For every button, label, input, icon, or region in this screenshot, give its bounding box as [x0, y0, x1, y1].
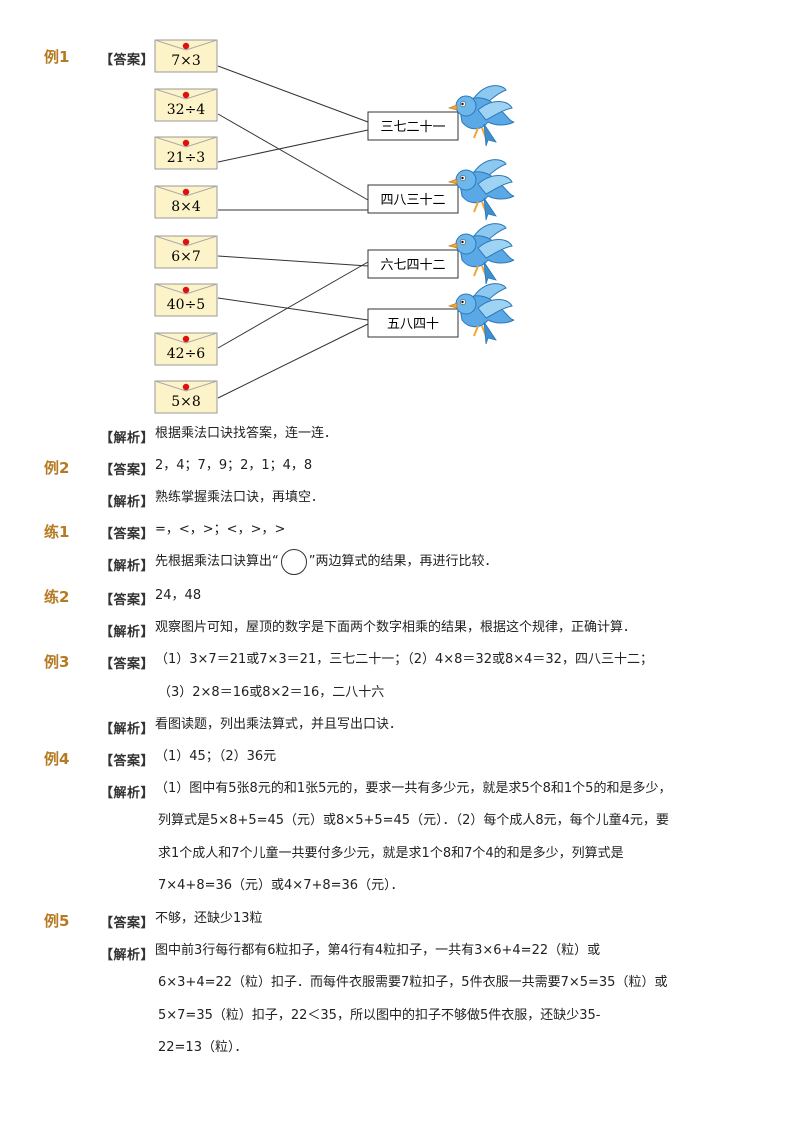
envelope-expr: 42÷6	[167, 346, 206, 362]
analysis-text: 7×4+8=36（元）或4×7+8=36（元）．	[158, 878, 404, 893]
analysis-tag: 【解析】	[100, 722, 155, 737]
envelope-expr: 6×7	[171, 249, 201, 265]
bird-icon	[448, 84, 515, 147]
phrase-text: 三七二十一	[380, 120, 445, 135]
matching-diagram: 7×3 32÷4 21÷3 8×4 6×7 40÷5 42÷6	[154, 39, 515, 414]
answer-text: （1）3×7＝21或7×3＝21，三七二十一；（2）4×8＝32或8×4＝32，…	[155, 652, 653, 667]
envelope-card: 6×7	[154, 235, 218, 269]
phrase-box: 六七四十二	[367, 249, 459, 279]
answer-text: 24，48	[155, 588, 202, 603]
answer-tag: 【答案】	[100, 527, 155, 542]
envelope-card: 42÷6	[154, 332, 218, 366]
answer-text: 2，4；7，9；2，1；4，8	[155, 458, 313, 473]
analysis-text: 根据乘法口诀找答案，连一连．	[155, 426, 338, 441]
section-label-ex4: 例4	[44, 750, 70, 768]
answer-tag: 【答案】	[100, 657, 155, 672]
connecting-lines	[217, 65, 369, 399]
envelope-card: 40÷5	[154, 283, 218, 317]
phrase-box: 三七二十一	[367, 111, 459, 141]
section-label-ex2: 例2	[44, 459, 70, 477]
analysis-text: 先根据乘法口诀算出“ ”两边算式的结果，再进行比较．	[155, 546, 735, 578]
section-label-ex5: 例5	[44, 912, 70, 930]
analysis-tag: 【解析】	[100, 495, 155, 510]
analysis-tag: 【解析】	[100, 786, 155, 801]
analysis-text: 22=13（粒）．	[158, 1040, 248, 1055]
answer-tag: 【答案】	[100, 53, 155, 68]
phrase-box: 四八三十二	[367, 184, 459, 214]
bird-icon	[448, 222, 515, 285]
analysis-tag: 【解析】	[100, 431, 155, 446]
envelope-expr: 21÷3	[167, 150, 205, 166]
analysis-text: 图中前3行每行都有6粒扣子，第4行有4粒扣子，一共有3×6+4=22（粒）或	[155, 943, 601, 958]
analysis-text: （1）图中有5张8元的和1张5元的，要求一共有多少元，就是求5个8和1个5的和是…	[155, 781, 672, 796]
analysis-text: 看图读题，列出乘法算式，并且写出口诀．	[155, 717, 403, 732]
analysis-text: 5×7=35（粒）扣子，22＜35，所以图中的扣子不够做5件衣服，还缺少35-	[158, 1008, 601, 1023]
analysis-text: 6×3+4=22（粒）扣子．而每件衣服需要7粒扣子，5件衣服一共需要7×5=35…	[158, 975, 668, 990]
answer-text: =，<，>；<，>，>	[155, 522, 286, 537]
envelope-card: 32÷4	[154, 88, 218, 122]
envelope-card: 5×8	[154, 380, 218, 414]
phrase-text: 六七四十二	[380, 258, 445, 273]
answer-tag: 【答案】	[100, 916, 155, 931]
analysis-tag: 【解析】	[100, 948, 155, 963]
answer-text: （3）2×8＝16或8×2＝16，二八十六	[158, 685, 385, 700]
analysis-tag: 【解析】	[100, 559, 155, 574]
envelope-expr: 40÷5	[167, 297, 205, 313]
envelope-card: 7×3	[154, 39, 218, 73]
analysis-text: 列算式是5×8+5=45（元）或8×5+5=45（元）．（2）每个成人8元，每个…	[158, 813, 669, 828]
bird-icon	[448, 158, 515, 221]
bird-icon	[448, 282, 515, 345]
analysis-text: 熟练掌握乘法口诀，再填空．	[155, 490, 325, 505]
envelope-card: 8×4	[154, 185, 218, 219]
answer-text: 不够，还缺少13粒	[155, 911, 263, 926]
section-label-ex1: 例1	[44, 48, 70, 66]
envelope-expr: 32÷4	[167, 102, 206, 118]
envelope-expr: 5×8	[171, 394, 201, 410]
phrase-text: 四八三十二	[380, 193, 445, 208]
envelope-expr: 8×4	[171, 199, 201, 215]
analysis-text: 观察图片可知，屋顶的数字是下面两个数字相乘的结果，根据这个规律，正确计算．	[155, 620, 637, 635]
section-label-pr2: 练2	[44, 588, 70, 606]
phrase-text: 五八四十	[387, 317, 439, 332]
circle-blank-icon	[280, 548, 307, 575]
answer-text: （1）45；（2）36元	[155, 749, 277, 764]
analysis-text: 求1个成人和7个儿童一共要付多少元，就是求1个8和7个4的和是多少，列算式是	[158, 846, 624, 861]
answer-tag: 【答案】	[100, 754, 155, 769]
phrase-box: 五八四十	[367, 308, 459, 338]
answer-tag: 【答案】	[100, 463, 155, 478]
analysis-text-post: ”两边算式的结果，再进行比较．	[308, 554, 498, 569]
analysis-text-pre: 先根据乘法口诀算出“	[155, 554, 279, 569]
section-label-ex3: 例3	[44, 653, 70, 671]
envelope-card: 21÷3	[154, 136, 218, 170]
analysis-tag: 【解析】	[100, 625, 155, 640]
envelope-expr: 7×3	[171, 53, 201, 69]
section-label-pr1: 练1	[44, 523, 70, 541]
answer-tag: 【答案】	[100, 593, 155, 608]
